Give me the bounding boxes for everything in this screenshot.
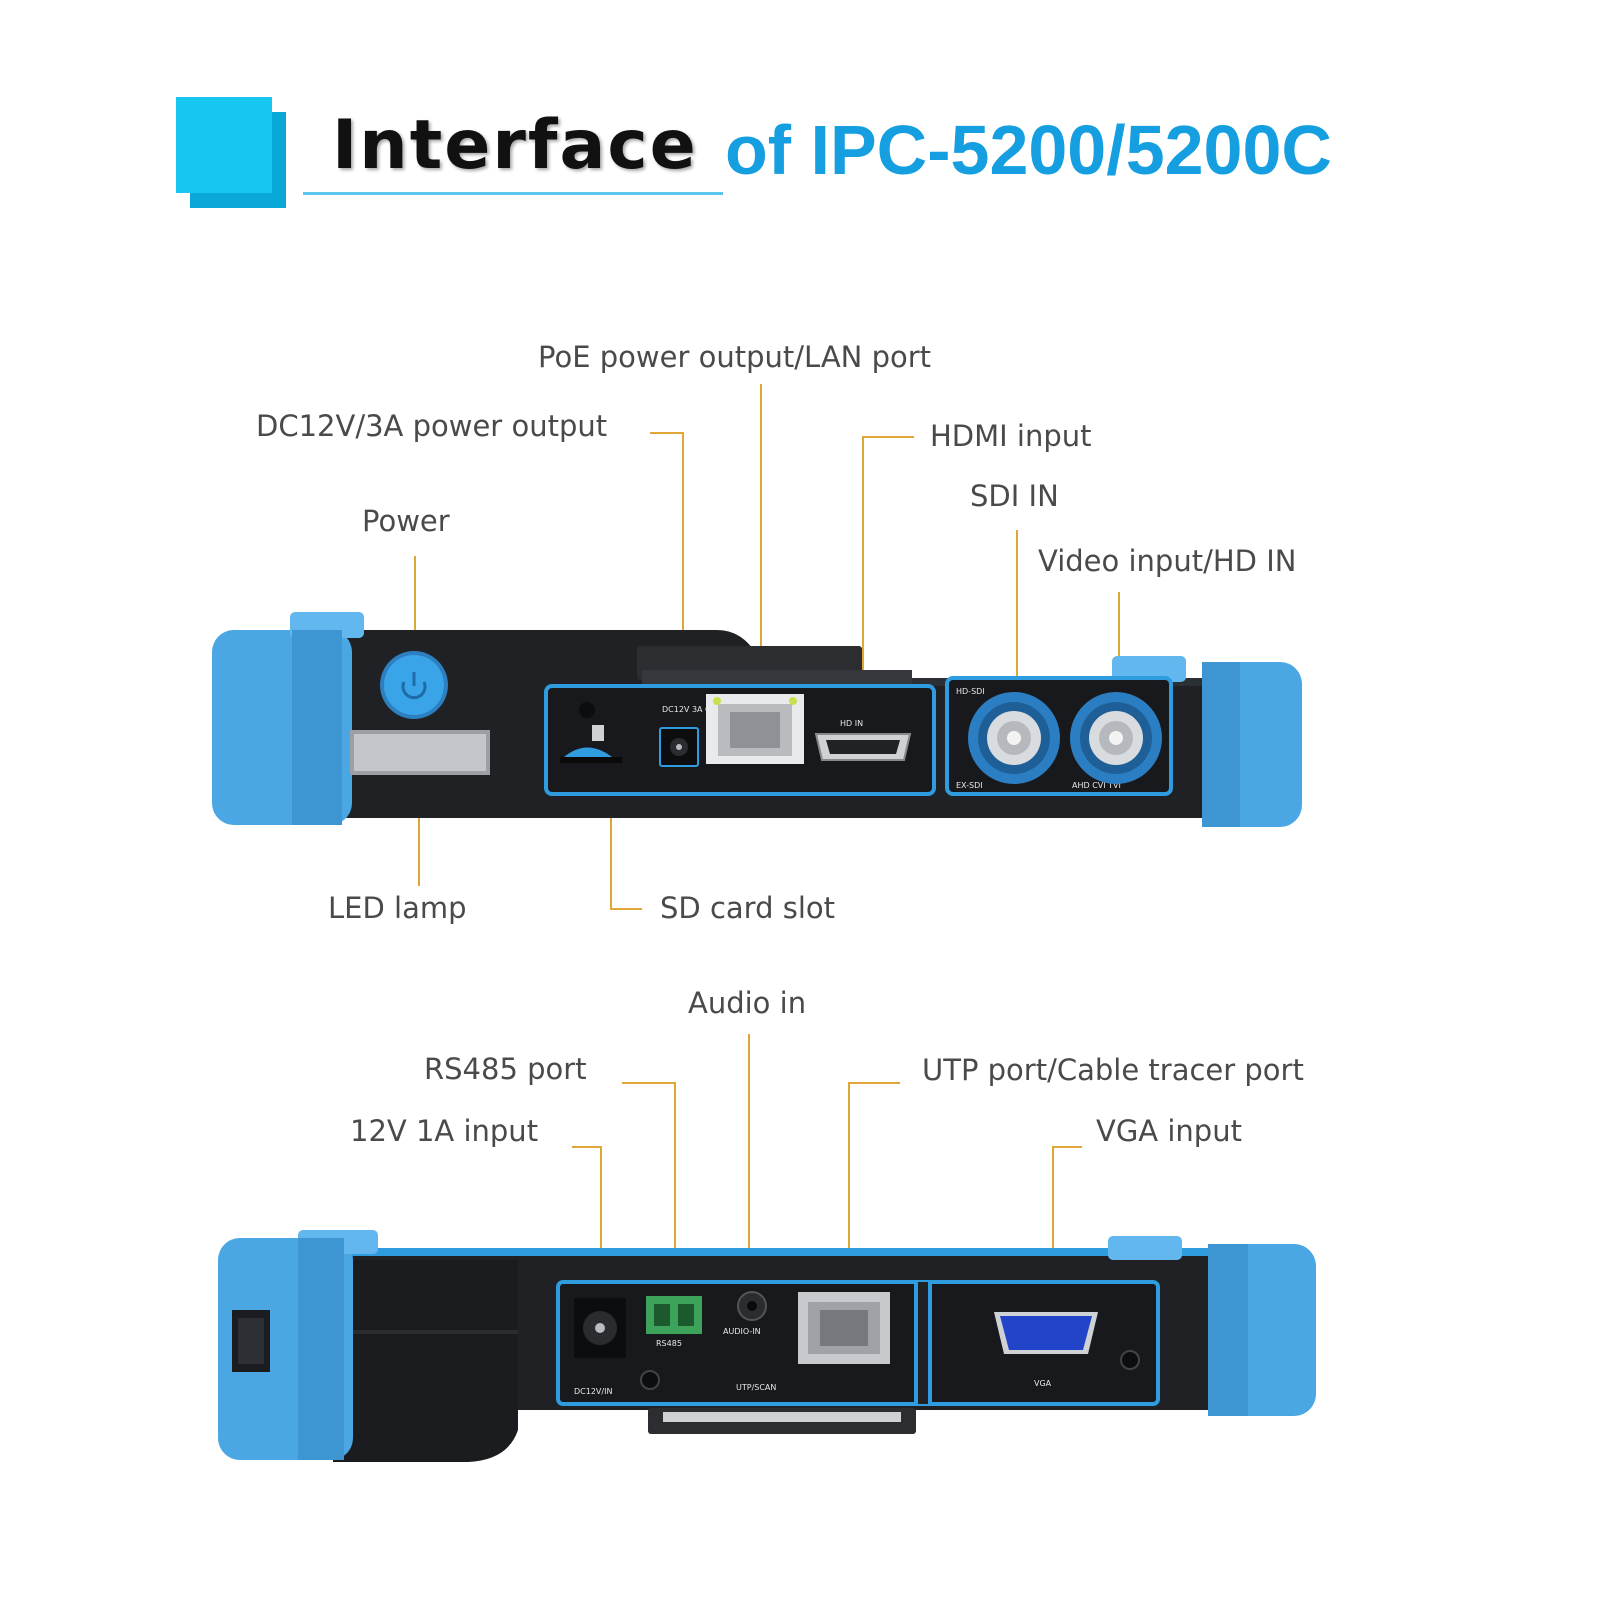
label-12v-input: 12V 1A input [350, 1114, 539, 1148]
leader-12v-h [572, 1146, 602, 1148]
leader-sd-v [610, 800, 612, 910]
label-power: Power [362, 504, 450, 538]
leader-power [414, 556, 416, 686]
leader-poe [760, 384, 762, 702]
header-square [176, 97, 272, 193]
mark-ex-sdi: EX-SDI [956, 781, 983, 790]
mark-rs485: RS485 [656, 1339, 682, 1348]
label-utp-port: UTP port/Cable tracer port [922, 1053, 1304, 1087]
mark-audio: AUDIO-IN [723, 1327, 761, 1336]
label-rs485-port: RS485 port [424, 1052, 587, 1086]
top-device: DC12V 3A OUT HD IN HD-SDI EX-SDI AHD CVI… [212, 600, 1332, 840]
label-poe-lan-port: PoE power output/LAN port [538, 340, 932, 374]
leader-sdi [1016, 530, 1018, 700]
header-title-model: of IPC-5200/5200C [725, 111, 1332, 189]
mark-hd-sdi: HD-SDI [956, 687, 985, 696]
label-audio-in: Audio in [688, 986, 807, 1020]
label-video-input: Video input/HD IN [1038, 544, 1297, 578]
leader-utp-h [848, 1082, 900, 1084]
leader-led [418, 790, 420, 886]
mark-utp: UTP/SCAN [736, 1383, 776, 1392]
header-underline [303, 192, 723, 195]
bottom-device: DC12V/IN RS485 AUDIO-IN UTP/SCAN VGA [218, 1230, 1333, 1470]
leader-dc-v [682, 432, 684, 702]
mark-dc-out: DC12V 3A OUT [662, 705, 722, 714]
top-device-illustration: DC12V 3A OUT HD IN HD-SDI EX-SDI AHD CVI… [212, 612, 1302, 827]
vga-port[interactable] [1000, 1316, 1092, 1350]
leader-rs485-v [674, 1082, 676, 1266]
bottom-device-illustration: DC12V/IN RS485 AUDIO-IN UTP/SCAN VGA [218, 1230, 1316, 1462]
leader-hdmi-h [862, 436, 914, 438]
leader-vga-v [1052, 1146, 1054, 1266]
leader-vga-h [1052, 1146, 1082, 1148]
leader-12v-v [600, 1146, 602, 1266]
mark-dc-in: DC12V/IN [574, 1387, 612, 1396]
leader-dc-h [650, 432, 684, 434]
mark-ahd: AHD CVI TVI [1072, 781, 1121, 790]
leader-rs485-h [622, 1082, 676, 1084]
label-dc-power-output: DC12V/3A power output [256, 409, 608, 443]
leader-audio [748, 1034, 750, 1266]
label-sdi-in: SDI IN [970, 479, 1059, 513]
label-sd-card-slot: SD card slot [660, 891, 835, 925]
label-hdmi-input: HDMI input [930, 419, 1092, 453]
mark-vga: VGA [1034, 1379, 1052, 1388]
label-vga-input: VGA input [1096, 1114, 1242, 1148]
leader-sd-h [610, 908, 642, 910]
leader-hdmi-v [862, 436, 864, 702]
label-led-lamp: LED lamp [328, 891, 467, 925]
header-title-word: Interface [332, 106, 698, 185]
leader-utp-v [848, 1082, 850, 1266]
mark-hdmi: HD IN [840, 719, 863, 728]
leader-video [1118, 592, 1120, 702]
